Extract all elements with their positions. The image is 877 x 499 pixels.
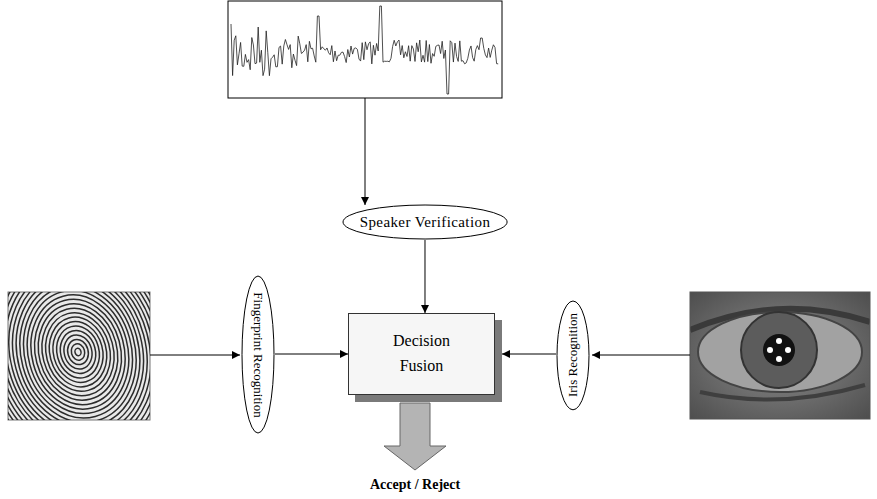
node-label: Fingerprint Recognition: [250, 292, 266, 417]
fusion-box: Decision Fusion: [348, 313, 495, 395]
fingerprint-ridge: [8, 292, 150, 420]
node-label: Speaker Verification: [360, 213, 491, 231]
fingerprint-ridge: [56, 326, 101, 377]
input-arrow: [365, 98, 366, 205]
node-label: Decision Fusion: [393, 329, 450, 379]
process-ellipse: Fingerprint Recognition: [241, 275, 275, 434]
sclera: [698, 312, 862, 392]
fingerprint-ridge: [8, 292, 150, 420]
eye-image: [690, 292, 870, 419]
speech-waveform: [231, 6, 498, 94]
fingerprint-ridge: [8, 292, 150, 420]
fingerprint-ridge: [8, 292, 150, 420]
fingerprint-ridge: [69, 342, 86, 361]
input-arrow: [150, 355, 240, 356]
light-spot: [776, 356, 782, 362]
fingerprint-ridge: [8, 292, 150, 420]
output-arrow: [384, 403, 446, 470]
light-spot: [776, 338, 782, 344]
fingerprint-ridge: [8, 292, 150, 420]
fingerprint-ridge: [8, 292, 150, 420]
text-group: Iris Recognition: [565, 313, 581, 397]
input-arrow: [592, 355, 690, 356]
connector-arrow: [502, 354, 556, 355]
process-ellipse: Speaker Verification: [342, 204, 508, 240]
connector-arrow: [424, 240, 425, 313]
text-group: Speaker Verification: [360, 213, 491, 231]
connector-arrow: [275, 354, 348, 355]
node-label: Iris Recognition: [565, 313, 581, 397]
fingerprint-ridge: [8, 292, 150, 420]
pupil: [763, 334, 795, 366]
fingerprint-ridge: [8, 292, 150, 420]
fingerprint-ridge: [8, 292, 150, 420]
ellipse-shape: [343, 205, 507, 239]
light-spot: [785, 347, 791, 353]
fingerprint-ridge: [37, 305, 119, 398]
fingerprint-ridge: [14, 292, 142, 420]
fingerprint-ridge: [74, 348, 82, 357]
text-group: Fingerprint Recognition: [250, 292, 266, 417]
waveform-frame: [228, 1, 502, 98]
fingerprint-ridge: [8, 292, 150, 420]
output-label: Accept / Reject: [370, 477, 460, 493]
process-ellipse: Iris Recognition: [556, 300, 590, 411]
light-spot: [767, 347, 773, 353]
fingerprint-ridge: [8, 292, 150, 420]
ellipse-shape: [242, 276, 274, 433]
waveform-trace: [231, 6, 498, 94]
fingerprint-image: [8, 292, 150, 420]
eye-frame: [690, 292, 870, 419]
ellipse-shape: [557, 301, 589, 410]
fingerprint-ridge: [8, 292, 150, 420]
eye-background: [690, 292, 870, 419]
text-group: Decision Fusion: [393, 329, 450, 379]
lower-eyelid: [700, 385, 865, 400]
fingerprint-ridge: [8, 292, 150, 420]
iris: [741, 312, 817, 388]
